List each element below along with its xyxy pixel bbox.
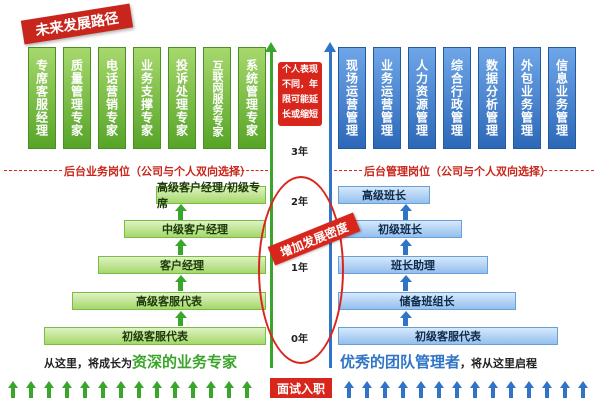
green-arrow-row bbox=[8, 381, 252, 398]
right-ladder-step-5: 高级班长 bbox=[338, 186, 430, 204]
blue-small-arrow-5 bbox=[434, 381, 444, 398]
expert-card-5: 投诉处理专家 bbox=[168, 47, 196, 149]
arrowhead bbox=[175, 239, 187, 246]
arrow-stem bbox=[403, 282, 408, 291]
green-small-arrow-13 bbox=[242, 381, 252, 398]
right-step-arrow-4 bbox=[400, 204, 412, 220]
right-ladder-step-1: 初级客服代表 bbox=[338, 327, 558, 345]
section-divider-mid-left bbox=[232, 170, 268, 171]
manager-card-1: 现场运营管理 bbox=[338, 47, 366, 149]
blue-small-arrow-9 bbox=[506, 381, 516, 398]
arrow-stem bbox=[403, 211, 408, 220]
green-small-arrow-8 bbox=[152, 381, 162, 398]
expert-card-6: 互联网服务专家 bbox=[203, 47, 231, 149]
right-timeline-arrowhead bbox=[324, 42, 336, 52]
manager-card-2: 业务运营管理 bbox=[373, 47, 401, 149]
arrow-stem bbox=[403, 318, 408, 326]
green-small-arrow-10 bbox=[188, 381, 198, 398]
blue-small-arrow-13 bbox=[578, 381, 588, 398]
blue-small-arrow-11 bbox=[542, 381, 552, 398]
manager-card-7: 信息业务管理 bbox=[548, 47, 576, 149]
left-ladder-step-3: 客户经理 bbox=[98, 256, 266, 274]
right-ladder-step-3: 班长助理 bbox=[338, 256, 488, 274]
section-divider-mid-right bbox=[334, 170, 362, 171]
expert-card-3: 电话营销专家 bbox=[98, 47, 126, 149]
expert-card-4: 业务支撑专家 bbox=[133, 47, 161, 149]
blue-small-arrow-12 bbox=[560, 381, 570, 398]
green-small-arrow-1 bbox=[26, 381, 36, 398]
bottom-right-suffix: ，将从这里启程 bbox=[460, 357, 538, 370]
left-section-label: 后台业务岗位（公司与个人双向选择） bbox=[64, 165, 251, 178]
left-step-arrow-2 bbox=[175, 275, 187, 291]
right-section-label: 后台管理岗位（公司与个人双向选择） bbox=[364, 165, 551, 178]
left-ladder-step-5: 高级客户经理/初级专席 bbox=[156, 181, 266, 210]
left-timeline-arrowhead bbox=[265, 42, 277, 52]
arrowhead bbox=[175, 275, 187, 282]
blue-small-arrow-7 bbox=[470, 381, 480, 398]
section-divider-left bbox=[4, 170, 62, 171]
right-ladder-step-4: 初级班长 bbox=[338, 220, 462, 238]
bottom-arrow-row bbox=[8, 381, 588, 398]
green-small-arrow-7 bbox=[134, 381, 144, 398]
entry-badge: 面试入职 bbox=[270, 378, 332, 398]
arrowhead bbox=[400, 275, 412, 282]
left-step-arrow-1 bbox=[175, 311, 187, 326]
left-ladder-step-2: 高级客服代表 bbox=[72, 292, 266, 310]
left-ladder-step-4: 中级客户经理 bbox=[124, 220, 266, 238]
green-small-arrow-4 bbox=[80, 381, 90, 398]
left-step-arrow-4 bbox=[175, 204, 187, 220]
bottom-left-caption: 从这里，将成长为资深的业务专家 bbox=[44, 351, 237, 372]
right-step-arrow-1 bbox=[400, 311, 412, 326]
left-step-arrow-3 bbox=[175, 239, 187, 255]
bottom-left-prefix: 从这里，将成长为 bbox=[44, 357, 132, 370]
manager-card-4: 综合行政管理 bbox=[443, 47, 471, 149]
blue-small-arrow-3 bbox=[398, 381, 408, 398]
arrow-stem bbox=[403, 246, 408, 255]
arrow-stem bbox=[178, 211, 183, 220]
arrowhead bbox=[400, 204, 412, 211]
blue-small-arrow-8 bbox=[488, 381, 498, 398]
green-small-arrow-0 bbox=[8, 381, 18, 398]
green-small-arrow-11 bbox=[206, 381, 216, 398]
blue-small-arrow-10 bbox=[524, 381, 534, 398]
expert-card-2: 质量管理专家 bbox=[63, 47, 91, 149]
arrowhead bbox=[175, 204, 187, 211]
arrow-stem bbox=[178, 282, 183, 291]
blue-small-arrow-2 bbox=[380, 381, 390, 398]
section-divider-right bbox=[544, 170, 594, 171]
right-step-arrow-3 bbox=[400, 239, 412, 255]
arrowhead bbox=[400, 311, 412, 318]
future-path-banner: 未来发展路径 bbox=[20, 3, 134, 45]
density-ellipse bbox=[258, 176, 344, 364]
right-step-arrow-2 bbox=[400, 275, 412, 291]
arrowhead bbox=[400, 239, 412, 246]
arrow-stem bbox=[178, 318, 183, 326]
blue-small-arrow-1 bbox=[362, 381, 372, 398]
blue-small-arrow-4 bbox=[416, 381, 426, 398]
blue-small-arrow-6 bbox=[452, 381, 462, 398]
bottom-right-highlight: 优秀的团队管理者 bbox=[340, 353, 461, 371]
left-ladder-step-1: 初级客服代表 bbox=[44, 327, 266, 345]
year-label-3: 3年 bbox=[288, 143, 311, 158]
green-small-arrow-9 bbox=[170, 381, 180, 398]
manager-card-5: 数据分析管理 bbox=[478, 47, 506, 149]
expert-card-1: 专席客服经理 bbox=[28, 47, 56, 149]
manager-card-3: 人力资源管理 bbox=[408, 47, 436, 149]
arrowhead bbox=[175, 311, 187, 318]
duration-note-box: 个人表现不同，年限可能延长或缩短 bbox=[278, 62, 322, 126]
blue-small-arrow-0 bbox=[344, 381, 354, 398]
blue-arrow-row bbox=[344, 381, 588, 398]
bottom-right-caption: 优秀的团队管理者，将从这里启程 bbox=[340, 351, 537, 372]
right-ladder-step-2: 储备班组长 bbox=[338, 292, 516, 310]
bottom-left-highlight: 资深的业务专家 bbox=[132, 353, 238, 371]
green-small-arrow-6 bbox=[116, 381, 126, 398]
arrow-stem bbox=[178, 246, 183, 255]
expert-card-7: 系统管理专家 bbox=[238, 47, 266, 149]
manager-card-6: 外包业务管理 bbox=[513, 47, 541, 149]
green-small-arrow-5 bbox=[98, 381, 108, 398]
green-small-arrow-3 bbox=[62, 381, 72, 398]
green-small-arrow-12 bbox=[224, 381, 234, 398]
green-small-arrow-2 bbox=[44, 381, 54, 398]
